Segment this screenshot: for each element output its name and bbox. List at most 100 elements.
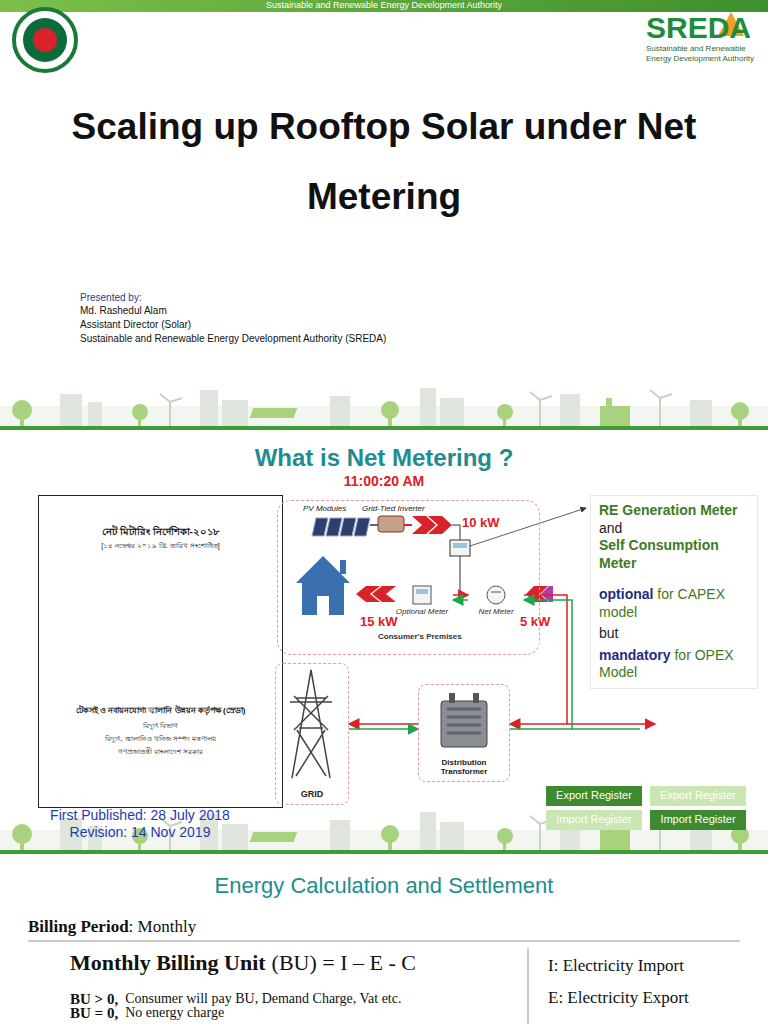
slide-title: Scaling up Rooftop Solar under Net Meter…: [44, 92, 724, 232]
billing-value: : Monthly: [129, 917, 197, 937]
callout-text: and: [599, 520, 622, 536]
callout-text: Self Consumption Meter: [599, 537, 719, 571]
export-line: [349, 728, 418, 730]
slide-heading: What is Net Metering ?: [255, 444, 514, 473]
drawing-part: [452, 525, 460, 526]
register-button-text: Export Register: [660, 789, 736, 802]
generation-meter: [450, 508, 586, 594]
transformer-symbol: [441, 701, 487, 747]
booklet-text: নেট মিটারিং নির্দেশিকা-২০১৮: [43, 526, 278, 538]
formula: (BU) = I – E - C: [272, 950, 416, 976]
drawing-part: [572, 728, 640, 730]
timestamp: 11:00:20 AM: [344, 473, 424, 490]
trans-node: Distribution Transformer: [418, 684, 510, 782]
drawing-part: [567, 723, 655, 725]
callout-line: optionalfor CAPEX model: [599, 586, 749, 621]
grid-label: GRID: [276, 789, 348, 800]
drawing-part: [356, 586, 380, 602]
output-line: [567, 724, 655, 729]
drawing-part: [14, 9, 76, 71]
logo-subtitle: Sustainable and Renewable: [646, 44, 746, 54]
power-flow-connector: [453, 595, 468, 600]
icon: [410, 585, 434, 605]
callout-line: but: [599, 625, 749, 643]
inverter: [370, 516, 412, 532]
booklet-text: গণপ্রজাতন্ত্রী বাংলাদেশ সরকার: [43, 748, 278, 756]
booklet-node: নেট মিটারিং নির্দেশিকা-২০১৮ [১৪ নভেম্বর ২…: [38, 495, 283, 808]
definition: E: Electricity Export: [548, 988, 689, 1008]
callout-text: mandatory: [599, 647, 671, 663]
drawing-part: [33, 28, 57, 52]
component-label: Grid-Tied Inverter: [362, 504, 425, 514]
drawing-part: [378, 516, 404, 532]
drawing-part: [453, 543, 467, 548]
drawing-part: [404, 524, 412, 526]
callout-text: RE Generation Meter: [599, 502, 737, 518]
drawing-part: [312, 518, 328, 536]
meter-node: Net Meter: [468, 585, 524, 619]
import-line: [510, 595, 567, 724]
transformer-label: Distribution Transformer: [425, 758, 503, 777]
meter-mark: [491, 592, 501, 593]
booklet-text: টেকসই ও নবায়নযোগ্য জ্বালানি উন্নয়ন কর্…: [43, 706, 278, 716]
power-value: 5 kW: [520, 614, 550, 630]
drawing-part: [460, 525, 461, 540]
definition: I: Electricity Import: [548, 956, 684, 976]
booklet-text: [১৪ নভেম্বর ২০১৯ খ্রি. তারিখ সংশোধিত]: [43, 542, 278, 550]
export-line: [453, 599, 468, 601]
icon: [484, 585, 508, 605]
presenter-role: Assistant Director (Solar): [80, 319, 191, 331]
drawing-part: [428, 516, 452, 534]
callout-text: but: [599, 625, 618, 641]
btn-node: Export Register: [650, 786, 746, 806]
power-value: 10 kW: [462, 515, 500, 531]
meter-display: [416, 589, 428, 594]
house: [296, 556, 350, 615]
drawing-part: [317, 596, 329, 615]
meter-symbol: [413, 586, 431, 604]
drawing-part: [23, 18, 67, 62]
callout-line: Self Consumption Meter: [599, 537, 749, 572]
net-meter-symbol: [487, 586, 505, 604]
drawing-part: [370, 524, 378, 526]
component-label: PV Modules: [303, 504, 346, 514]
callout-node: RE Generation Meter andSelf Consumption M…: [590, 495, 758, 689]
register-button-text: Import Register: [660, 813, 735, 826]
header-bar-text: Sustainable and Renewable Energy Develop…: [266, 0, 502, 11]
drawing-part: [302, 583, 344, 615]
bushing: [473, 693, 479, 703]
logo-text: SREDA: [646, 10, 751, 46]
meter-label: Optional Meter: [387, 607, 457, 617]
drawing-part: [450, 540, 470, 556]
separator: [528, 948, 529, 1024]
drawing-part: [340, 560, 346, 574]
power-flow-connector: [510, 595, 572, 729]
presenter-name: Md. Rashedul Alam: [80, 305, 167, 317]
grid-node: GRID: [275, 663, 349, 805]
emblem: [14, 9, 76, 71]
drawing-part: [326, 518, 342, 536]
slide-heading: Energy Calculation and Settlement: [215, 873, 554, 899]
register-button-text: Import Register: [556, 813, 631, 826]
icon: [282, 668, 340, 780]
callout-line: RE Generation Meter: [599, 502, 749, 520]
drawing-part: [296, 556, 350, 583]
formula-name: Monthly Billing Unit: [70, 950, 266, 976]
btn-node: Import Register: [546, 810, 642, 830]
meter-label: Net Meter: [464, 607, 528, 617]
drawing-part: [340, 518, 356, 536]
rule-line: [28, 941, 740, 942]
booklet-text: বিদ্যুৎ, জ্বালানি ও খনিজ সম্পদ মন্ত্রণাল…: [43, 735, 278, 743]
callout-line: mandatoryfor OPEX Model: [599, 647, 749, 682]
drawing-part: [0, 388, 768, 430]
callout-text: optional: [599, 586, 653, 602]
icon: [433, 691, 495, 751]
btn-node: Import Register: [650, 810, 746, 830]
logo-subtitle: Energy Development Authority: [646, 54, 754, 64]
register-button-text: Export Register: [556, 789, 632, 802]
bushing: [449, 693, 455, 703]
drawing-part: [354, 518, 370, 536]
condition-text: No energy charge: [125, 1005, 224, 1022]
condition: BU = 0,: [70, 1004, 118, 1022]
pylon-symbol: [290, 670, 332, 778]
